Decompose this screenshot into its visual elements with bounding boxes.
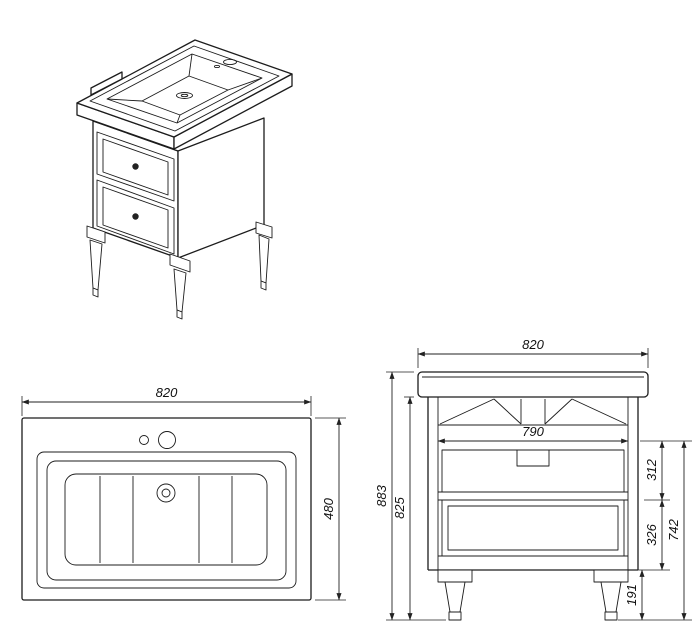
drain-hole-top xyxy=(156,483,176,503)
counter-front xyxy=(417,371,649,398)
faucet-hole-top xyxy=(158,431,176,449)
dim-top-view-depth: 480 xyxy=(315,417,346,601)
dim-front-leg-height: 191 xyxy=(618,569,692,621)
overflow-hole-iso xyxy=(213,64,221,69)
siphon-cutout xyxy=(516,449,550,467)
dim-label-inner-width: 790 xyxy=(522,424,544,439)
front-legs xyxy=(437,569,629,621)
dim-label-side-height: 742 xyxy=(666,518,681,540)
dim-top-view-width: 820 xyxy=(21,385,312,416)
drain-hole-inner-top xyxy=(161,488,171,498)
upper-section xyxy=(441,449,625,493)
drain-hole-inner-iso xyxy=(180,93,189,98)
dim-front-width: 820 xyxy=(417,337,649,368)
dim-front-body-height: 825 xyxy=(392,396,414,621)
dim-label-leg-height: 191 xyxy=(624,584,639,606)
lower-drawer-front xyxy=(441,499,625,557)
dim-front-total-height: 883 xyxy=(374,371,446,621)
drawer-upper xyxy=(96,131,175,202)
dim-front-inner-width: 790 xyxy=(437,424,629,444)
dim-label-front-width: 820 xyxy=(522,337,544,352)
drawer-knob xyxy=(132,163,139,170)
cabinet-legs xyxy=(86,221,273,320)
dim-label-top-width: 820 xyxy=(156,385,178,400)
countertop xyxy=(76,39,293,150)
dim-label-top-depth: 480 xyxy=(321,497,336,519)
brace-truss xyxy=(439,398,627,425)
dim-front-side-height: 742 xyxy=(666,440,687,621)
sink-basin-iso xyxy=(89,45,280,132)
dim-label-lower-section: 326 xyxy=(644,523,659,545)
top-view: 820 480 xyxy=(21,385,346,601)
dim-label-body-height: 825 xyxy=(392,496,407,518)
dim-front-lower-section: 326 xyxy=(630,499,670,571)
dim-label-total-height: 883 xyxy=(374,484,389,506)
faucet-hole-iso xyxy=(223,58,237,66)
isometric-view xyxy=(76,39,293,320)
drain-hole-iso xyxy=(176,92,193,99)
sink-outline xyxy=(21,417,312,601)
dim-label-upper-section: 312 xyxy=(644,458,659,480)
drawer-knob xyxy=(132,213,139,220)
overflow-hole-top xyxy=(139,435,149,445)
drawer-lower xyxy=(96,179,175,255)
backsplash-tab xyxy=(90,71,123,96)
front-view: 820 790 883 825 312 326 xyxy=(374,337,692,621)
